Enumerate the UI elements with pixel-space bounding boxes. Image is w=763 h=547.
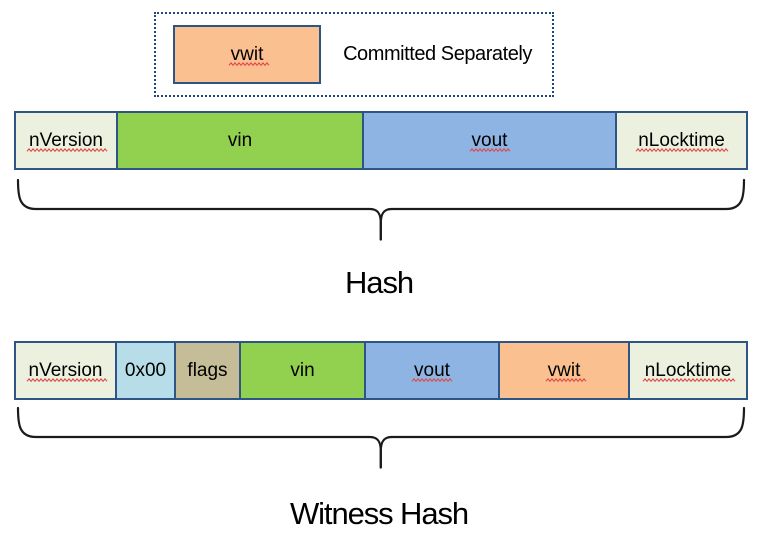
spellcheck-squiggle [26,147,108,152]
segment-nversion: nVersion [16,113,116,168]
hash-caption: Hash [345,265,414,300]
spellcheck-squiggle [411,377,453,382]
witness-serialization-bar: nVersion 0x00 flags vin vout vwit nLockt… [14,341,748,400]
spellcheck-squiggle [635,147,729,152]
legend-dashed-box [154,12,554,97]
legend-caption: Committed Separately [343,43,532,65]
spellcheck-squiggle [469,147,510,152]
segment-vin: vin [116,113,362,168]
segment-vin: vin [239,343,364,398]
segment-label: nVersion [26,130,108,152]
segment-nversion: nVersion [16,343,115,398]
segment-nlocktime: nLocktime [615,113,746,168]
segment-label: vin [227,129,253,151]
segment-flags: flags [174,343,239,398]
spellcheck-squiggle [642,377,736,382]
legend-swatch-label: vwit [228,44,270,66]
segment-label: nVersion [26,360,107,382]
segment-label: 0x00 [124,359,167,381]
spellcheck-squiggle [545,377,587,382]
segment-0x00: 0x00 [115,343,174,398]
witness-brace [16,406,746,469]
segment-label: nLocktime [635,130,729,152]
segment-vwit: vwit [498,343,628,398]
segment-nlocktime: nLocktime [628,343,746,398]
segment-label: nLocktime [642,360,736,382]
witness-caption: Witness Hash [289,496,469,531]
segment-vout: vout [364,343,498,398]
segment-label: vout [469,130,510,152]
segment-label: vin [290,359,315,381]
segment-label: flags [187,359,228,381]
spellcheck-squiggle [228,61,270,66]
hash-brace [16,178,746,241]
segment-label: vout [411,360,453,382]
legend-vwit-swatch: vwit [173,25,321,84]
hash-serialization-bar: nVersion vin vout nLocktime [14,111,748,170]
spellcheck-squiggle [26,377,107,382]
segment-label: vwit [545,360,587,382]
segment-vout: vout [362,113,615,168]
